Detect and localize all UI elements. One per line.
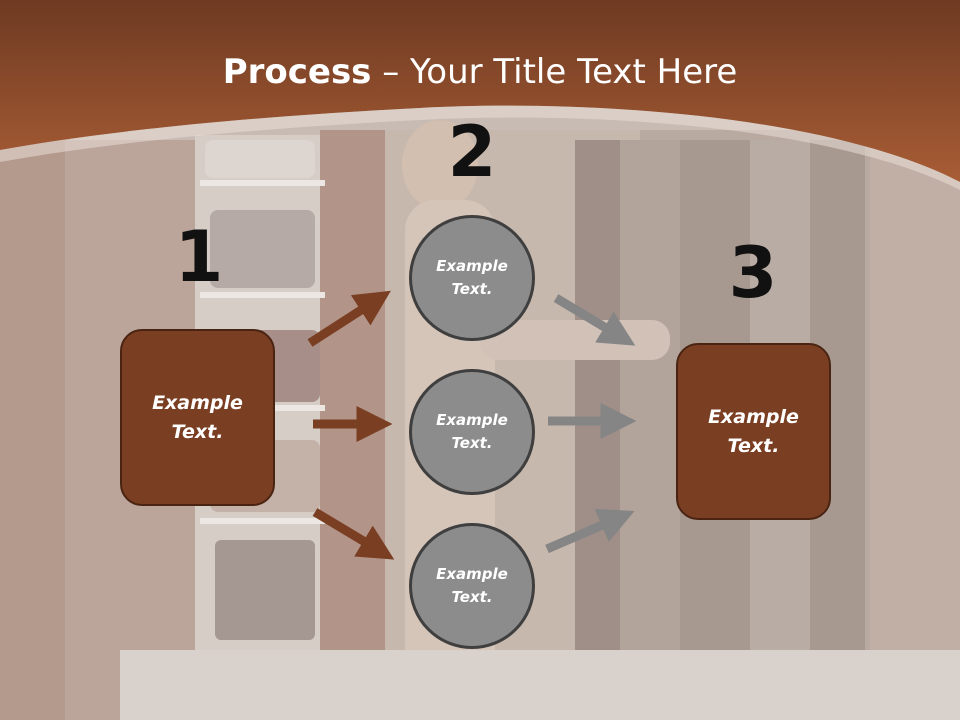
step-2-circle-2[interactable]: Example Text. (409, 369, 535, 495)
step-number-3: 3 (728, 232, 778, 314)
step-1-text: Example Text. (152, 391, 243, 443)
arrow-circle1-to-box3 (553, 294, 636, 346)
slide-title: Process – Your Title Text Here (0, 52, 960, 92)
step-number-2: 2 (447, 111, 497, 193)
step-3-box[interactable]: Example Text. (676, 343, 831, 520)
step-2-circle-1[interactable]: Example Text. (409, 215, 535, 341)
step-2-circle-3[interactable]: Example Text. (409, 523, 535, 649)
arrow-box1-to-circle1 (307, 290, 391, 347)
title-rest: – Your Title Text Here (371, 52, 738, 92)
circle-2-text: Example Text. (436, 411, 508, 452)
circle-3-text: Example Text. (436, 565, 508, 606)
arrow-box1-to-circle3 (312, 508, 395, 560)
arrow-circle3-to-box3 (545, 508, 635, 554)
title-bold: Process (222, 52, 372, 92)
step-3-text: Example Text. (708, 405, 799, 457)
circle-1-text: Example Text. (436, 257, 508, 298)
step-number-1: 1 (174, 216, 224, 298)
step-1-box[interactable]: Example Text. (120, 329, 275, 506)
